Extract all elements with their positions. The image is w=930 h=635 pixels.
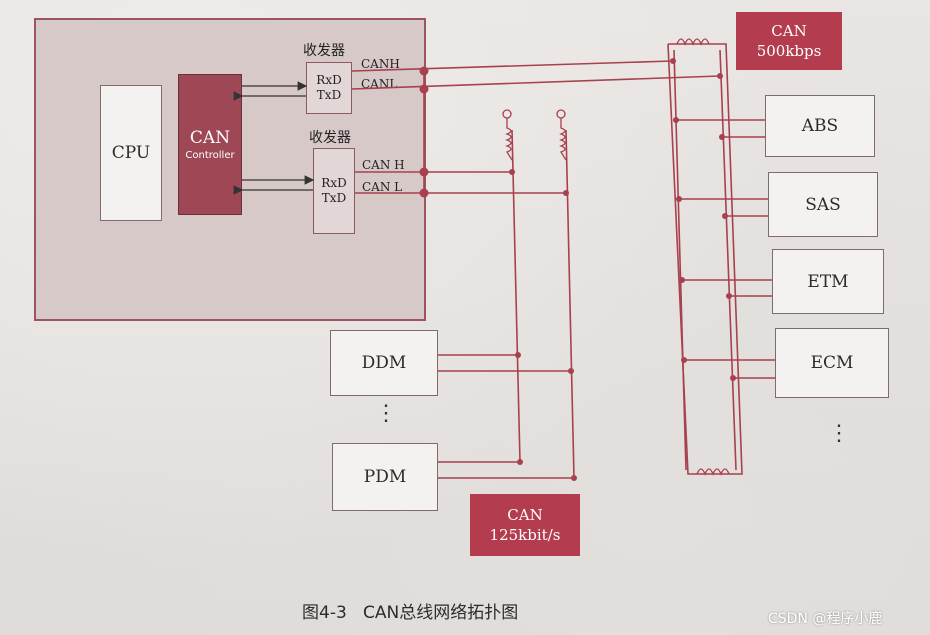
transceiver-2-canl-label: CAN L <box>362 180 403 194</box>
node-pdm: PDM <box>332 443 438 511</box>
transceiver-1-title: 收发器 <box>303 43 345 59</box>
dot-ls-pdm-l <box>571 475 577 481</box>
dot-abs-h <box>673 117 679 123</box>
node-etm: ETM <box>772 249 884 314</box>
node-abs-label: ABS <box>801 116 839 136</box>
node-sas: SAS <box>768 172 878 237</box>
figure-caption: 图4-3 CAN总线网络拓扑图 <box>302 603 519 623</box>
transceiver-1-canh-label: CANH <box>361 57 400 71</box>
node-ddm-label: DDM <box>361 353 407 373</box>
cpu-label: CPU <box>111 143 151 163</box>
dot-sas-h <box>676 196 682 202</box>
transceiver-2-canh-label: CAN H <box>362 158 405 172</box>
hs-bus-frame <box>667 43 743 475</box>
ls-nodes-ellipsis: ⋮ <box>375 401 397 426</box>
hs-bus-badge: CAN 500kbps <box>736 12 842 70</box>
dot-ecm-l <box>730 375 736 381</box>
transceiver-1-rxd: RxD <box>316 73 342 87</box>
can-controller-block: CAN Controller <box>178 74 242 215</box>
cpu-block: CPU <box>100 85 162 221</box>
dot-ls-h-top <box>509 169 515 175</box>
dot-ecm-h <box>681 357 687 363</box>
ls-bus-line-h <box>511 129 521 463</box>
dot-etm-l <box>726 293 732 299</box>
dot-ls-ddm-h <box>515 352 521 358</box>
hs-top-coil <box>676 38 710 46</box>
node-sas-label: SAS <box>805 194 841 215</box>
dot-ls-l-top <box>563 190 569 196</box>
ls-bus-badge: CAN 125kbit/s <box>470 494 580 556</box>
transceiver-1-txd: TxD <box>316 88 342 102</box>
wire-canh-hs <box>351 60 673 72</box>
dot-ls-ddm-l <box>568 368 574 374</box>
ls-bus-label: CAN <box>507 506 543 524</box>
dot-etm-h <box>679 277 685 283</box>
transceiver-2-title: 收发器 <box>309 130 351 146</box>
transceiver-1-block: RxD TxD <box>306 62 352 114</box>
dot-ecu-canl <box>419 84 429 94</box>
node-ecm-label: ECM <box>810 353 854 373</box>
dot-hs-top-h <box>670 58 676 64</box>
ls-bus-speed: 125kbit/s <box>489 526 561 544</box>
ls-l-antenna <box>556 109 566 119</box>
can-controller-label: CAN <box>189 127 231 148</box>
ls-bus-line-l <box>565 129 575 479</box>
dot-hs-top-l <box>717 73 723 79</box>
dot-ls-pdm-h <box>517 459 523 465</box>
dot-ecu-canh2 <box>419 167 429 177</box>
hs-bus-label: CAN <box>771 22 807 40</box>
node-ecm: ECM <box>775 328 889 398</box>
dot-ecu-canl2 <box>419 188 429 198</box>
transceiver-2-block: RxD TxD <box>313 148 355 234</box>
hs-nodes-ellipsis: ⋮ <box>828 421 850 446</box>
hs-bottom-coil <box>696 468 730 476</box>
ls-h-coil <box>505 118 513 161</box>
node-abs: ABS <box>765 95 875 157</box>
ls-l-coil <box>559 118 567 161</box>
node-etm-label: ETM <box>807 271 849 292</box>
hs-bus-speed: 500kbps <box>756 42 822 60</box>
ls-h-antenna <box>502 109 512 119</box>
transceiver-2-txd: TxD <box>321 191 347 205</box>
node-pdm-label: PDM <box>363 467 407 487</box>
dot-abs-l <box>719 134 725 140</box>
dot-ecu-canh <box>419 66 429 76</box>
dot-sas-l <box>722 213 728 219</box>
transceiver-2-rxd: RxD <box>321 176 347 190</box>
node-ddm: DDM <box>330 330 438 396</box>
csdn-watermark: CSDN @程序小鹿 <box>768 611 883 627</box>
can-controller-sublabel: Controller <box>185 149 235 161</box>
wire-canl-hs <box>351 75 721 90</box>
